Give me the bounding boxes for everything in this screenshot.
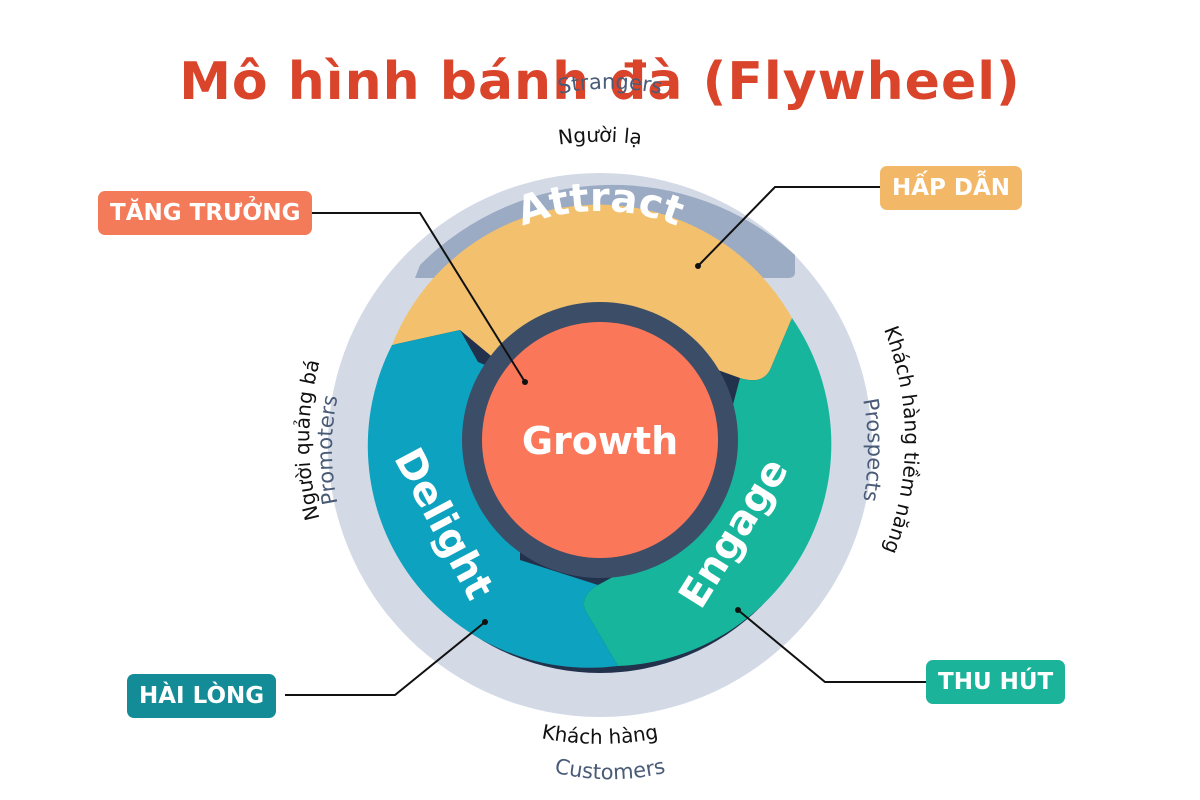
delight-leader-line — [285, 621, 486, 696]
customers-label: Customers — [553, 754, 667, 784]
vn-customers-label: Khách hàng — [540, 719, 660, 749]
growth-leader-dot — [522, 379, 528, 385]
attract-leader-dot — [695, 263, 701, 269]
engage-tag: THU HÚT — [926, 660, 1066, 704]
delight-leader-dot — [482, 619, 488, 625]
growth-tag: TĂNG TRƯỞNG — [98, 191, 313, 235]
growth-leader-line — [312, 212, 526, 383]
attract-segment — [392, 204, 792, 381]
strangers-label: Strangers — [556, 70, 664, 99]
delight-tag: HÀI LÒNG — [127, 674, 277, 718]
growth-label: Growth — [522, 419, 678, 463]
prospects-label: Prospects — [858, 396, 887, 503]
attract-leader-line — [697, 186, 880, 267]
engage-leader-line — [737, 609, 926, 683]
engage-leader-dot — [735, 607, 741, 613]
growth-center — [482, 322, 718, 558]
attract-tag: HẤP DẪN — [880, 166, 1023, 210]
engage-segment — [583, 318, 832, 666]
page-title: Mô hình bánh đà (Flywheel) — [179, 52, 1021, 112]
vn-strangers-label: Người lạ — [557, 123, 643, 150]
